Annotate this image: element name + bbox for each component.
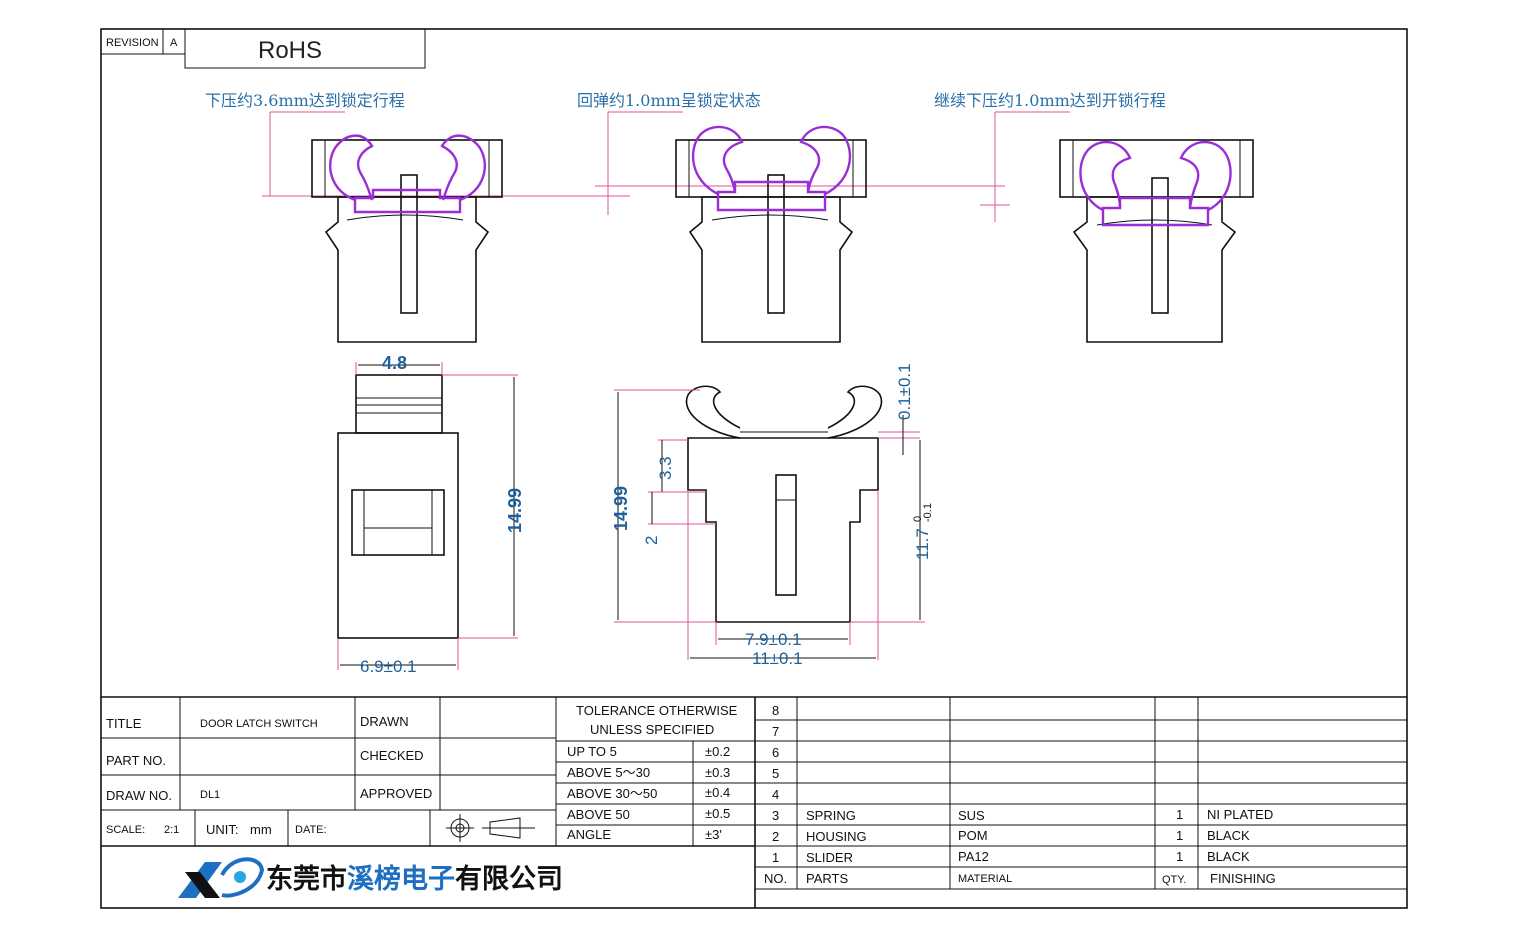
tolerance-range: ABOVE 30～50 bbox=[567, 786, 657, 801]
bom-finish: NI PLATED bbox=[1207, 807, 1273, 822]
company-name-suffix: 有限公司 bbox=[455, 864, 563, 895]
bom-header-finishing: FINISHING bbox=[1210, 871, 1276, 886]
dim-body-height: 11.7 bbox=[913, 528, 932, 560]
dim-gap: 0.1±0.1 bbox=[895, 363, 914, 420]
bom-no: 7 bbox=[772, 724, 779, 739]
tolerance-range: ANGLE bbox=[567, 827, 611, 842]
bom-header-material: MATERIAL bbox=[958, 873, 1012, 885]
scale-value: 2:1 bbox=[164, 824, 179, 836]
dim-top-width: 4.8 bbox=[382, 353, 407, 373]
title-block: TITLE DOOR LATCH SWITCH DRAWN PART NO. C… bbox=[101, 696, 1407, 908]
drawn-label: DRAWN bbox=[360, 714, 409, 729]
drawno-value: DL1 bbox=[200, 789, 220, 801]
bom-no: 3 bbox=[772, 808, 779, 823]
tolerance-range: ABOVE 5～30 bbox=[567, 765, 650, 780]
tolerance-range: UP TO 5 bbox=[567, 744, 617, 759]
title-value: DOOR LATCH SWITCH bbox=[200, 718, 318, 730]
front-view: 14.99 3.3 2 0.1±0.1 11.7 0 -0.1 7.9±0.1 … bbox=[611, 363, 934, 668]
bom-no: 4 bbox=[772, 787, 779, 802]
dim-2: 2 bbox=[642, 536, 661, 545]
tolerance-value: ±0.2 bbox=[705, 744, 730, 759]
bom-part: SLIDER bbox=[806, 850, 853, 865]
dim-body-height-tol-lower: -0.1 bbox=[922, 503, 934, 522]
title-label: TITLE bbox=[106, 716, 142, 731]
scale-label: SCALE: bbox=[106, 824, 145, 836]
bom-no: 2 bbox=[772, 829, 779, 844]
side-view: 4.8 14.99 6.9±0.1 bbox=[337, 353, 525, 676]
company-name: 东莞市溪榜电子有限公司 bbox=[266, 863, 563, 895]
bom-qty: 1 bbox=[1176, 828, 1183, 843]
bom-qty: 1 bbox=[1176, 849, 1183, 864]
dim-body-height-tol-upper: 0 bbox=[912, 516, 924, 522]
travel-reference-lines bbox=[262, 111, 1070, 222]
bom-material: PA12 bbox=[958, 849, 989, 864]
bom-no: 6 bbox=[772, 745, 779, 760]
drawno-label: DRAW NO. bbox=[106, 788, 172, 803]
latch-view-pressed bbox=[311, 134, 503, 343]
revision-block: REVISION A RoHS bbox=[100, 28, 426, 69]
bom-part: SPRING bbox=[806, 808, 856, 823]
unit-value: mm bbox=[250, 822, 272, 837]
company-logo-icon bbox=[178, 857, 265, 898]
sheet-border bbox=[100, 28, 1408, 909]
dim-inner-width: 7.9±0.1 bbox=[745, 630, 802, 649]
checked-label: CHECKED bbox=[360, 748, 424, 763]
revision-label: REVISION bbox=[106, 37, 159, 49]
bom-finish: BLACK bbox=[1207, 828, 1250, 843]
bom-no: 8 bbox=[772, 703, 779, 718]
bom-qty: 1 bbox=[1176, 807, 1183, 822]
bom-no: 5 bbox=[772, 766, 779, 781]
bom-header-parts: PARTS bbox=[806, 871, 848, 886]
annotation-step3: 继续下压约1.0mm达到开锁行程 bbox=[934, 91, 1166, 110]
bom-header-no: NO. bbox=[764, 871, 787, 886]
tolerance-value: ±3' bbox=[705, 827, 722, 842]
tolerance-value: ±0.5 bbox=[705, 806, 730, 821]
partno-label: PART NO. bbox=[106, 753, 166, 768]
rohs-label: RoHS bbox=[258, 37, 322, 64]
annotation-step2: 回弹约1.0mm呈锁定状态 bbox=[577, 91, 761, 110]
approved-label: APPROVED bbox=[360, 786, 432, 801]
dim-side-width: 6.9±0.1 bbox=[360, 657, 417, 676]
revision-value: A bbox=[170, 37, 178, 49]
date-label: DATE: bbox=[295, 824, 327, 836]
tolerance-value: ±0.4 bbox=[705, 785, 730, 800]
bom-header-qty: QTY. bbox=[1162, 874, 1186, 886]
projection-symbol-icon bbox=[446, 814, 535, 842]
bom-material: POM bbox=[958, 828, 988, 843]
tolerance-header-1: TOLERANCE OTHERWISE bbox=[576, 703, 738, 718]
bom-no: 1 bbox=[772, 850, 779, 865]
dim-side-height: 14.99 bbox=[505, 488, 525, 533]
latch-view-unlock bbox=[1059, 139, 1254, 343]
company-name-brand: 溪榜电子 bbox=[347, 863, 455, 895]
tolerance-range: ABOVE 50 bbox=[567, 807, 630, 822]
bom-part: HOUSING bbox=[806, 829, 867, 844]
tolerance-header-2: UNLESS SPECIFIED bbox=[590, 722, 714, 737]
bom-finish: BLACK bbox=[1207, 849, 1250, 864]
company-name-city: 东莞市 bbox=[266, 863, 347, 895]
bom-material: SUS bbox=[958, 808, 985, 823]
dim-3-3: 3.3 bbox=[656, 456, 675, 480]
dim-outer-width: 11±0.1 bbox=[752, 649, 803, 668]
dim-front-height: 14.99 bbox=[611, 486, 631, 531]
tolerance-value: ±0.3 bbox=[705, 765, 730, 780]
latch-view-locked bbox=[675, 125, 867, 343]
annotation-step1: 下压约3.6mm达到锁定行程 bbox=[205, 91, 405, 110]
unit-label: UNIT: bbox=[206, 822, 239, 837]
